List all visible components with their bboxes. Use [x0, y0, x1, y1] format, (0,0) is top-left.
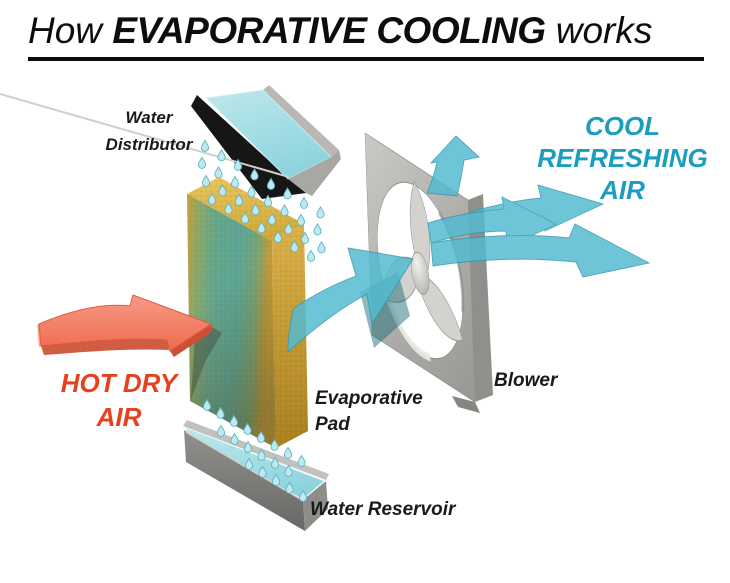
- hot-air-line1: HOT DRY: [60, 368, 178, 398]
- water-droplet-icon: [317, 241, 326, 254]
- evaporative-pad-line1: Evaporative: [315, 388, 423, 409]
- blower-label: Blower: [494, 370, 558, 391]
- title-emphasis: EVAPORATIVE COOLING: [112, 10, 546, 51]
- evaporative-pad-line2: Pad: [315, 414, 350, 435]
- reservoir-near-rim: [185, 431, 303, 501]
- distributor-near-rim: [0, 93, 290, 178]
- hot-air-label: HOT DRY AIR: [48, 366, 190, 434]
- water-droplet-icon: [201, 175, 211, 187]
- pad-speckle: [187, 177, 304, 241]
- reservoir-front-face: [184, 430, 305, 531]
- water-droplet-icon: [299, 197, 309, 209]
- water-distributor-label: Water Distributor: [90, 104, 208, 158]
- water-droplet-icon: [283, 447, 293, 459]
- water-droplet-icon: [313, 223, 322, 236]
- page-title: How EVAPORATIVE COOLING works: [28, 10, 704, 61]
- water-distributor-line1: Water: [125, 108, 173, 127]
- water-droplet-icon: [230, 433, 239, 445]
- pad-shading: [187, 194, 276, 448]
- water-distributor-line2: Distributor: [105, 135, 193, 154]
- water-droplet-icon: [306, 250, 316, 262]
- water-droplet-icon: [296, 214, 306, 226]
- cool-air-line1: COOL: [584, 111, 661, 141]
- title-prefix: How: [28, 10, 113, 51]
- water-droplet-icon: [230, 176, 240, 188]
- water-droplet-icon: [297, 455, 306, 467]
- cool-arrow-up: [426, 135, 480, 197]
- water-droplet-icon: [216, 425, 226, 437]
- cool-arrow-through-pad: [287, 247, 414, 354]
- cool-air-arrows: [287, 135, 651, 354]
- distributor-far-rim: [263, 85, 339, 157]
- reservoir-end-cap: [303, 481, 328, 531]
- hot-air-line2: AIR: [96, 402, 142, 432]
- water-droplet-icon: [217, 149, 226, 162]
- water-droplet-icon: [280, 204, 289, 217]
- water-droplet-icon: [197, 157, 207, 169]
- hot-arrow-front: [38, 294, 213, 352]
- title-suffix: works: [545, 10, 653, 51]
- cool-arrow-lower-right: [430, 223, 651, 278]
- water-reservoir-label: Water Reservoir: [310, 499, 456, 520]
- cool-air-label: COOL REFRESHING AIR: [525, 110, 720, 206]
- distributor-end-cap: [288, 150, 341, 196]
- fan-hub: [411, 251, 430, 295]
- cool-air-line2: REFRESHING: [537, 143, 708, 173]
- water-droplet-icon: [214, 166, 223, 179]
- hot-air-arrow: [37, 294, 213, 357]
- evaporative-pad-label: Evaporative Pad: [315, 386, 423, 438]
- cool-air-line3: AIR: [600, 175, 645, 205]
- water-distributor: [0, 85, 341, 199]
- water-droplet-icon: [316, 206, 325, 219]
- hot-arrow-head-underside: [170, 324, 213, 357]
- fan-frame-bottom-edge: [452, 396, 480, 413]
